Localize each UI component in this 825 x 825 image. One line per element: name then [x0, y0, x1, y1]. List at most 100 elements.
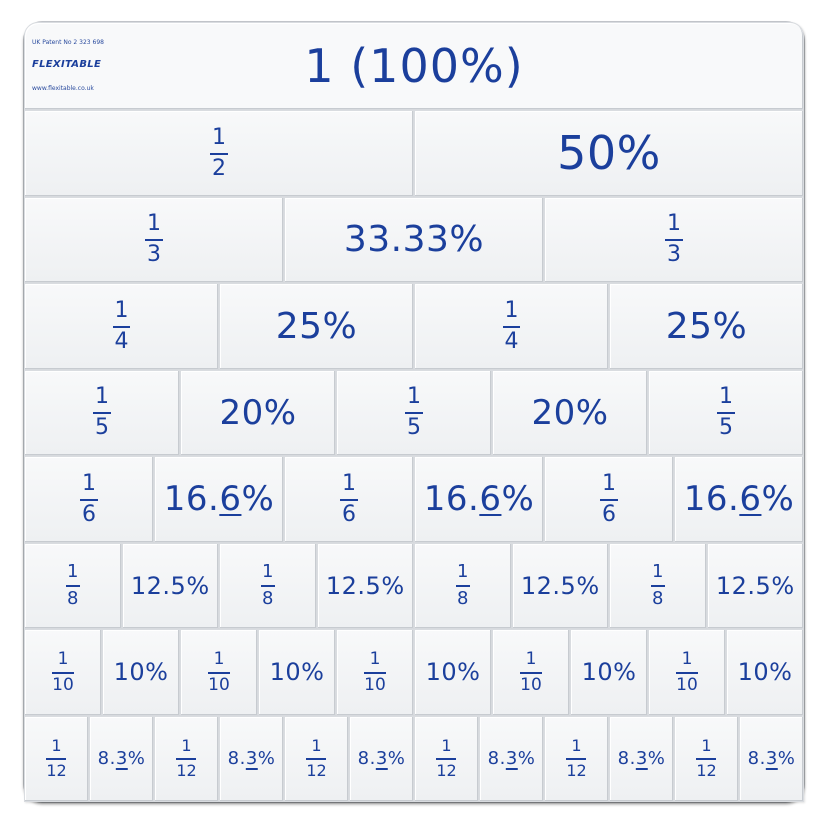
fraction-numerator: 1 [311, 736, 322, 756]
percent-label: 12.5% [325, 571, 405, 600]
patent-text: UK Patent No 2 323 698 [32, 39, 104, 46]
percent-label: 20% [531, 392, 609, 433]
fraction-numerator: 1 [652, 561, 664, 583]
fraction-denominator: 10 [364, 674, 386, 695]
flexitable-logo: FLEXITABLE [32, 59, 102, 70]
fraction-numerator: 1 [525, 648, 537, 669]
percent-tile: 8.3% [89, 715, 154, 802]
percent-label: 12.5% [715, 571, 795, 600]
fraction-numerator: 1 [262, 561, 274, 583]
fraction-bar [520, 671, 542, 674]
percent-tile: 10% [726, 629, 804, 716]
fraction-denominator: 8 [67, 588, 79, 610]
percent-label: 8.3% [97, 748, 146, 770]
percent-label: 25% [275, 305, 358, 347]
whole-label: 1 (100%) [304, 39, 524, 93]
fraction-numerator: 1 [147, 211, 161, 237]
fraction-numerator: 1 [571, 736, 582, 756]
fraction-bar [436, 758, 457, 761]
fraction-bar [665, 239, 683, 242]
percent-tile: 12.5% [511, 542, 609, 629]
repeating-digit: 3 [115, 748, 128, 770]
percent-tile: 16.6% [674, 456, 804, 543]
percent-tile: 16.6% [154, 456, 284, 543]
fraction-denominator: 10 [52, 674, 74, 695]
percent-tile: 25% [609, 283, 804, 370]
fraction-bar [502, 325, 521, 328]
fraction-numerator: 1 [51, 736, 62, 756]
percent-label: 20% [219, 392, 297, 433]
repeating-digit: 3 [635, 748, 648, 770]
fraction-bar [46, 758, 67, 761]
fraction-numerator: 1 [95, 384, 109, 410]
percent-tile: 10% [570, 629, 648, 716]
fraction-bar [306, 758, 327, 761]
fraction-denominator: 4 [504, 328, 519, 354]
fraction-denominator: 5 [407, 415, 421, 441]
percent-tile: 10% [102, 629, 180, 716]
repeating-digit: 3 [375, 748, 388, 770]
fraction-denominator: 5 [95, 415, 109, 441]
percent-tile: 8.3% [609, 715, 674, 802]
percent-tile: 50% [414, 110, 804, 197]
fraction-numerator: 1 [212, 124, 226, 150]
fraction-bar [340, 498, 358, 501]
fraction-bar [112, 325, 131, 328]
fraction-bar [364, 671, 386, 674]
fraction-bar [210, 152, 228, 155]
repeating-digit: 3 [245, 748, 258, 770]
fraction-numerator: 1 [114, 297, 129, 323]
fraction-wall-board: 1 (100%) UK Patent No 2 323 698 FLEXITAB… [24, 22, 804, 802]
percent-tile: 8.3% [349, 715, 414, 802]
percent-label: 8.3% [487, 748, 536, 770]
fraction-numerator: 1 [701, 736, 712, 756]
fraction-numerator: 1 [602, 470, 616, 496]
percent-tile: 20% [492, 369, 648, 456]
fraction-denominator: 6 [602, 501, 616, 527]
percent-tile: 8.3% [739, 715, 804, 802]
percent-label: 50% [557, 126, 661, 181]
percent-tile: 8.3% [479, 715, 544, 802]
fraction-bar [260, 585, 275, 588]
percent-label: 16.6% [163, 479, 275, 520]
fraction-numerator: 1 [181, 736, 192, 756]
fraction-numerator: 1 [667, 211, 681, 237]
fraction-bar [208, 671, 230, 674]
percent-label: 16.6% [423, 479, 535, 520]
fraction-bar [176, 758, 197, 761]
fraction-bar [145, 239, 163, 242]
fraction-denominator: 10 [208, 674, 230, 695]
website-text: www.flexitable.co.uk [32, 85, 94, 92]
fraction-bar [717, 412, 735, 415]
percent-label: 12.5% [130, 571, 210, 600]
